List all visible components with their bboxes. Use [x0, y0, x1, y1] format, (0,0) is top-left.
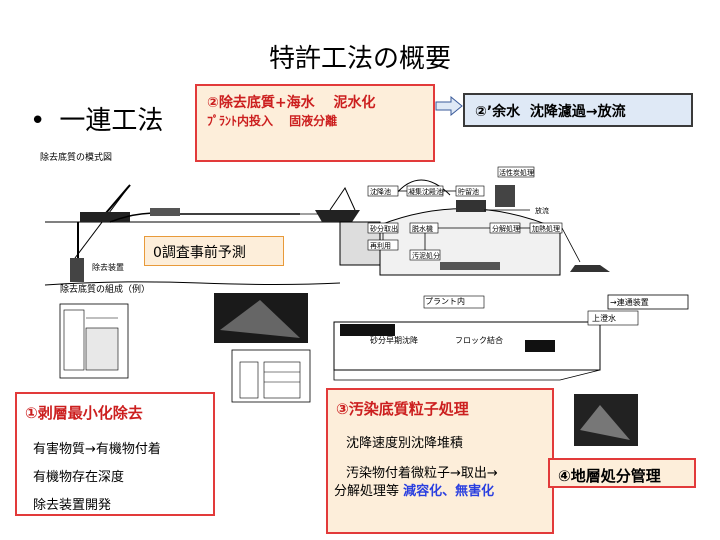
bullet-label: 一連工法 [59, 106, 164, 136]
conveyor [440, 262, 500, 270]
plant-label: プラント内 [425, 296, 465, 306]
particle-line-3-prefix: 分解処理等 [334, 484, 404, 499]
process-label-9: 活性炭処理 [499, 168, 534, 177]
peel-heading: ①剥層最小化除去 [25, 404, 143, 422]
ship-icon [315, 210, 360, 222]
photo-sediment-1 [214, 293, 308, 343]
seabed-line [44, 281, 341, 286]
process-label-4: 脱水機 [412, 224, 433, 233]
particle-line-2: 汚染物付着微粒子→取出→ [346, 466, 498, 481]
process-label-5: 再利用 [370, 241, 391, 250]
lower-caption: 除去底質の組成（例） [60, 283, 150, 295]
peel-item-3: 除去装置開発 [33, 498, 112, 513]
composition-chart-2 [231, 349, 311, 403]
process-label-2: 凝集沈殿池 [408, 187, 443, 196]
pipeline [109, 212, 300, 223]
excess-water-box: ②’余水 沈降濾過→放流 [463, 93, 693, 127]
particle-line-3-emphasis: 減容化、無害化 [403, 484, 495, 499]
right-arrow-icon [435, 96, 463, 116]
process-label-3: 砂分取出 [370, 224, 398, 233]
removal-seawater-box: ②除去底質+海水 泥水化 ﾌﾟﾗﾝﾄ内投入 固液分離 [195, 84, 435, 162]
process-label-8: 貯留池 [458, 187, 479, 196]
removal-line-1: ②除去底質+海水 泥水化 [207, 95, 376, 111]
sediment-label: 砂分早期沈降 [370, 335, 418, 345]
ship-crane-icon [329, 186, 356, 211]
particle-heading: ③汚染底質粒子処理 [336, 400, 469, 418]
treatment-unit [495, 185, 515, 207]
page-title: 特許工法の概要 [268, 44, 451, 74]
particle-treatment-box: ③汚染底質粒子処理 沈降速度別沈降堆積 汚染物付着微粒子→取出→ 分解処理等 減… [326, 388, 554, 534]
supernatant-label: 上澄水 [592, 313, 616, 323]
peel-item-1: 有害物質→有機物付着 [33, 442, 161, 457]
truck-icon [570, 265, 610, 272]
process-label-6: 汚泥処分 [412, 251, 440, 260]
upper-caption: 除去底質の模式図 [40, 151, 112, 163]
settling-tank-drawing: プラント内 →連通装置 砂分早期沈降 フロック結合 上澄水 [333, 294, 689, 381]
settling-tank [456, 200, 486, 212]
process-label-7: 放流 [535, 206, 549, 215]
disposal-management-box: ④地層処分管理 [548, 458, 696, 488]
bullet-dot: • [30, 106, 46, 136]
process-label-10: 分解処理 [492, 224, 520, 233]
prior-survey-box: 0調査事前予測 [144, 236, 284, 266]
process-label-1: 沈降池 [370, 187, 391, 196]
dredger-crane-icon [70, 184, 131, 282]
device-label: →連通装置 [610, 297, 649, 307]
barge [150, 208, 180, 216]
particle-line-1: 沈降速度別沈降堆積 [346, 436, 464, 451]
floc-label: フロック結合 [455, 335, 503, 345]
land-area [379, 208, 561, 276]
dome [394, 179, 451, 196]
quay [339, 221, 381, 266]
dredge-label: 除去装置 [92, 262, 124, 272]
peel-item-2: 有機物存在深度 [33, 470, 125, 485]
flow-arrows [300, 190, 581, 263]
particle-line-3: 分解処理等 減容化、無害化 [334, 480, 494, 499]
photo-sediment-2 [574, 394, 638, 446]
removal-line-2: ﾌﾟﾗﾝﾄ内投入 固液分離 [207, 114, 338, 128]
peel-minimization-box: ①剥層最小化除去 有害物質→有機物付着 有機物存在深度 除去装置開発 [15, 392, 215, 516]
composition-chart-1 [59, 303, 129, 379]
process-label-11: 加熱処理 [532, 224, 560, 233]
bullet-item: • 一連工法 [30, 100, 163, 137]
